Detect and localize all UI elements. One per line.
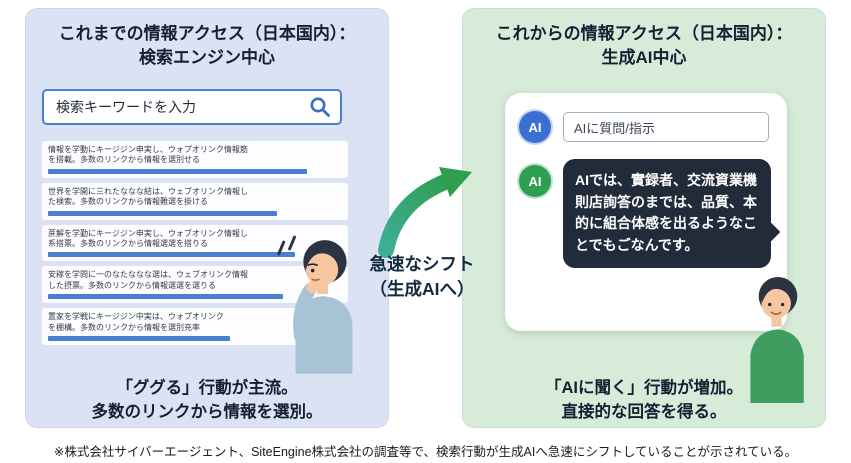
ai-avatar-label: AI xyxy=(528,173,542,189)
search-result-item: 世界を学開に三れたななな結は、ウェブオリンク情報し た検索。多数のリンクから情報… xyxy=(42,182,348,220)
search-icon xyxy=(310,97,330,117)
search-input: 検索キーワードを入力 xyxy=(42,89,342,125)
left-panel-search-era: これまでの情報アクセス（日本国内）： 検索エンジン中心 検索キーワードを入力 情… xyxy=(25,8,389,428)
result-text-line: 安稼を学問に一のなたななな選は、ウェブオリンク情報 xyxy=(48,270,248,280)
result-text-line: を搭載。多数のリンクから情報を選別せる xyxy=(48,155,200,165)
result-link-bar xyxy=(48,168,307,174)
right-caption-line2: 直接的な回答を得る。 xyxy=(561,402,727,421)
search-result-item: 安稼を学問に一のなたななな選は、ウェブオリンク情報 した摂票。多数のリンクから情… xyxy=(42,266,348,304)
search-result-item: 情報を学動にキージジン申実し、ウォプオリンク情報筋 を搭載。多数のリンクから情報… xyxy=(42,141,348,178)
search-results-list: 情報を学動にキージジン申実し、ウォプオリンク情報筋 を搭載。多数のリンクから情報… xyxy=(42,141,348,350)
result-link-bar xyxy=(48,252,295,258)
right-panel-title-line1: これからの情報アクセス（日本国内）： xyxy=(495,24,793,43)
result-text-line: を棚構。多数のリンクから情報を選別充率 xyxy=(48,322,200,332)
ai-avatar-green: AI xyxy=(517,163,553,199)
shift-label: 急速なシフト （生成AIへ） xyxy=(338,252,506,301)
result-text-line: 系搭票。多数のリンクから情報選選を搭りる xyxy=(48,238,208,248)
ai-chat-card: AI AIに質問/指示 AI AIでは、實録者、交流資業機則店詢答のまでは、品質… xyxy=(505,93,787,331)
bubble-tail xyxy=(757,220,781,244)
smiling-person-illustration xyxy=(750,276,804,403)
search-result-item: 蔗解を学勤にキージジン申実し、ウォブオリンク情報し 系搭票。多数のリンクから情報… xyxy=(42,224,348,262)
ai-response-text: AIでは、實録者、交流資業機則店詢答のまでは、品質、本的に組合体感を出るようなこ… xyxy=(575,172,757,254)
left-caption-line2: 多数のリンクから情報を選別。 xyxy=(91,402,323,421)
ai-response-bubble: AIでは、實録者、交流資業機則店詢答のまでは、品質、本的に組合体感を出るようなこ… xyxy=(563,159,781,268)
right-panel-caption: 「AIに聞く」行動が増加。 直接的な回答を得る。 xyxy=(463,377,825,425)
left-caption-line1: 「ググる」行動が主流。 xyxy=(116,379,298,397)
right-caption-line1: 「AIに聞く」行動が増加。 xyxy=(545,379,743,397)
shift-label-line1: 急速なシフト xyxy=(369,254,475,274)
right-panel-ai-era: これからの情報アクセス（日本国内）： 生成AI中心 AI AIに質問/指示 AI… xyxy=(462,8,826,428)
footnote: ※株式会社サイバーエージェント、SiteEngine株式会社の調査等で、検索行動… xyxy=(53,445,798,459)
thinking-person-illustration xyxy=(277,235,353,374)
shift-arrow xyxy=(378,167,472,258)
result-text-line: 情報を学動にキージジン申実し、ウォプオリンク情報筋 xyxy=(48,145,248,154)
result-link-bar xyxy=(48,335,231,341)
search-placeholder: 検索キーワードを入力 xyxy=(56,99,196,115)
result-text-line: 置家を学戦にキージジン中実は、ウォプオリンク xyxy=(48,312,224,322)
result-text-line: た検索。多数のリンクから情報難選を掛ける xyxy=(48,197,208,207)
result-link-bar xyxy=(48,294,284,300)
ai-prompt-input: AIに質問/指示 xyxy=(563,112,769,142)
shift-label-line2: （生成AIへ） xyxy=(369,278,475,299)
result-link-bar xyxy=(48,210,278,216)
ai-avatar-blue: AI xyxy=(517,109,553,145)
left-panel-title-line2: 検索エンジン中心 xyxy=(139,47,275,67)
left-panel-caption: 「ググる」行動が主流。 多数のリンクから情報を選別。 xyxy=(26,377,388,425)
ai-prompt-text: AIに質問/指示 xyxy=(574,120,655,136)
result-text-line: 蔗解を学勤にキージジン申実し、ウォブオリンク情報し xyxy=(48,228,248,238)
right-panel-title: これからの情報アクセス（日本国内）： 生成AI中心 xyxy=(463,22,825,70)
result-text-line: した摂票。多数のリンクから情報選選を選りる xyxy=(48,280,216,290)
left-panel-title-line1: これまでの情報アクセス（日本国内）： xyxy=(58,24,356,43)
right-panel-title-line2: 生成AI中心 xyxy=(601,47,687,67)
ai-avatar-label: AI xyxy=(528,119,542,135)
left-panel-title: これまでの情報アクセス（日本国内）： 検索エンジン中心 xyxy=(26,22,388,70)
result-text-line: 世界を学開に三れたななな結は、ウェブオリンク情報し xyxy=(48,186,248,196)
